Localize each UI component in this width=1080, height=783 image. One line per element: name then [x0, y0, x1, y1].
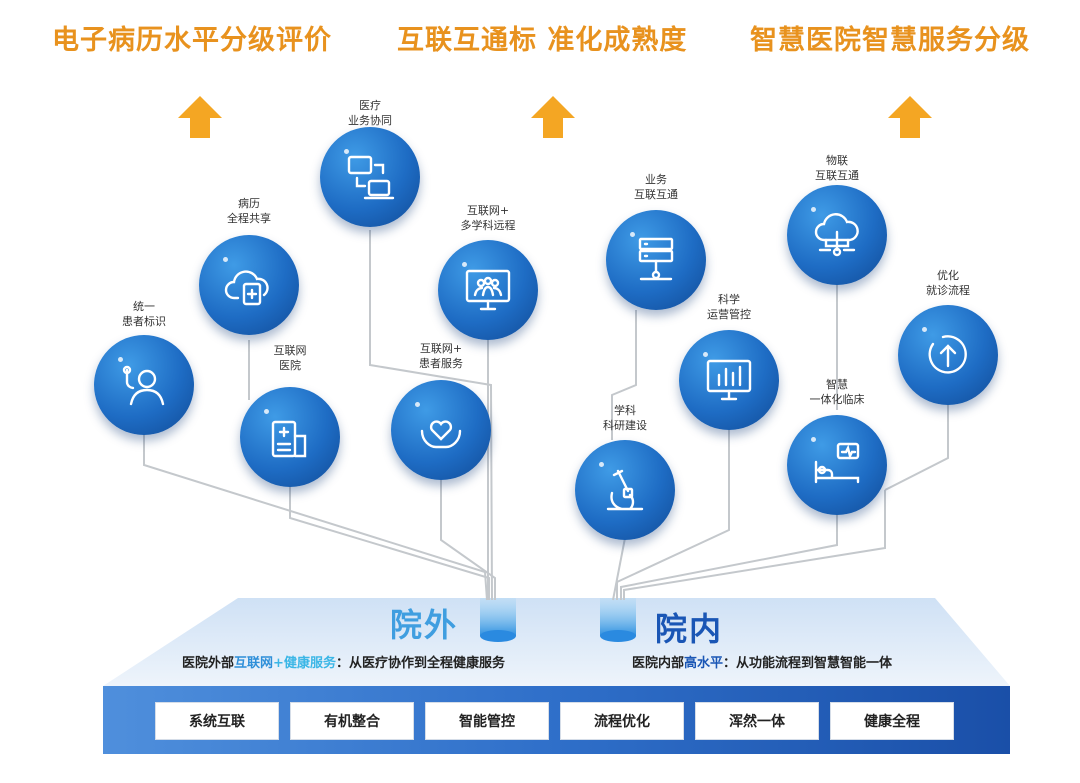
- hospital-bed-icon: [814, 442, 860, 484]
- cloud-network-icon: [814, 213, 859, 257]
- microscope-icon: [606, 469, 644, 511]
- node-label-optimize-process: 优化就诊流程: [926, 269, 970, 297]
- outside-subtitle: 医院外部互联网+健康服务：从医疗协作到全程健康服务: [182, 656, 505, 671]
- node-label-operation-control: 科学运营管控: [707, 293, 751, 321]
- node-internet-hospital: [240, 387, 340, 487]
- node-business-interop: [606, 210, 706, 310]
- node-iot-interop: [787, 185, 887, 285]
- hospital-building-icon: [271, 420, 307, 458]
- header-interop-maturity: 互联互通标 准化成熟度: [397, 25, 688, 56]
- base-box-smart-control: 智能管控: [425, 702, 549, 740]
- node-smart-clinical: [787, 415, 887, 515]
- bar-chart-monitor-icon: [706, 359, 752, 401]
- node-record-share: [199, 235, 299, 335]
- node-medical-collab: [320, 127, 420, 227]
- group-monitor-icon: [465, 269, 511, 311]
- zone-title-outside: 院外: [390, 606, 459, 644]
- node-label-patient-id: 统一患者标识: [122, 300, 166, 328]
- node-label-internet-hospital: 互联网医院: [273, 344, 307, 372]
- heart-hands-icon: [420, 420, 462, 449]
- node-label-business-interop: 业务互联互通: [634, 173, 678, 201]
- base-box-system-interconnect: 系统互联: [155, 702, 279, 740]
- node-label-iot-interop: 物联互联互通: [815, 154, 859, 182]
- node-label-record-share: 病历全程共享: [227, 197, 271, 225]
- node-multi-remote: [438, 240, 538, 340]
- header-emr-level: 电子病历水平分级评价: [52, 25, 332, 56]
- cloud-clipboard-icon: [224, 270, 269, 306]
- circular-arrow-up-icon: [928, 335, 967, 374]
- inside-subtitle: 医院内部高水平：从功能流程到智慧智能一体: [632, 656, 893, 671]
- node-label-smart-clinical: 智慧一体化临床: [809, 378, 865, 406]
- base-box-process-optimize: 流程优化: [560, 702, 684, 740]
- base-box-health-lifecycle: 健康全程: [830, 702, 954, 740]
- base-box-unified-whole: 浑然一体: [695, 702, 819, 740]
- header-smart-service: 智慧医院智慧服务分级: [750, 25, 1030, 56]
- zone-title-inside: 院内: [655, 610, 724, 648]
- node-patient-id: [94, 335, 194, 435]
- node-label-discipline-research: 学科科研建设: [603, 404, 647, 432]
- node-internet-patient-service: [391, 380, 491, 480]
- devices-sync-icon: [347, 155, 395, 200]
- node-label-internet-patient-service: 互联网+患者服务: [419, 342, 463, 370]
- node-label-medical-collab: 医疗业务协同: [348, 99, 392, 127]
- base-box-organic-integration: 有机整合: [290, 702, 414, 740]
- patient-icon: [122, 365, 165, 406]
- node-discipline-research: [575, 440, 675, 540]
- node-label-multi-remote: 互联网+多学科远程: [460, 204, 516, 232]
- node-optimize-process: [898, 305, 998, 405]
- server-network-icon: [638, 237, 674, 281]
- node-operation-control: [679, 330, 779, 430]
